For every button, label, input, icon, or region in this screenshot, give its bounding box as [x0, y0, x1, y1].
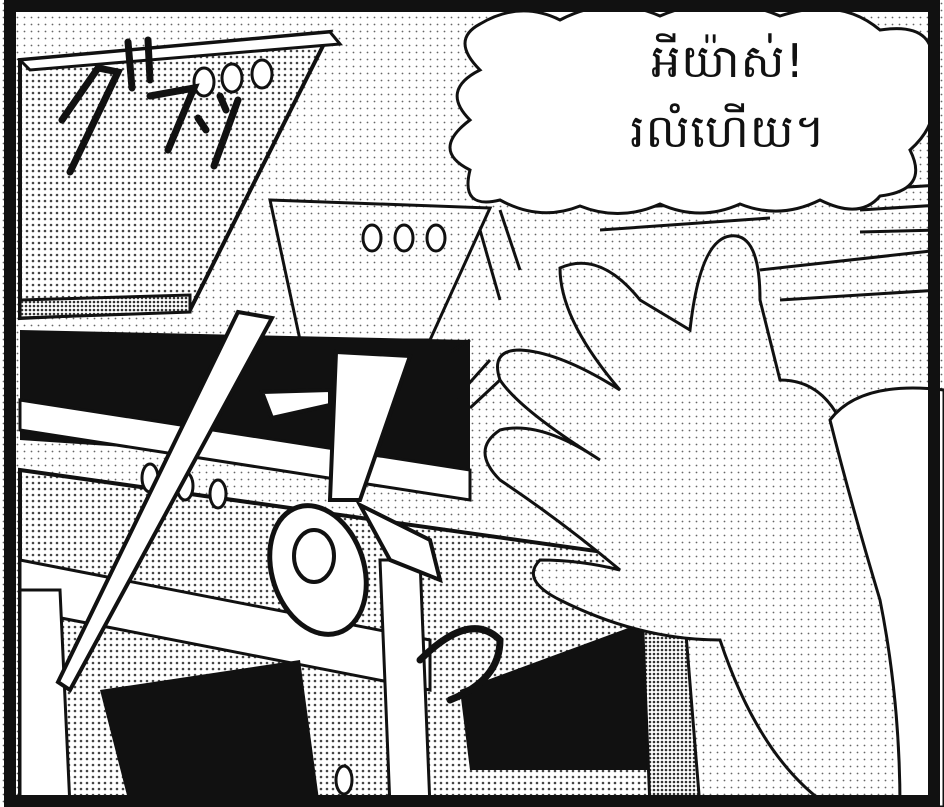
sound-effect-tsu — [416, 625, 504, 704]
falling-plank — [55, 309, 276, 693]
speech-line-2: រលំហើយ។ — [630, 104, 826, 158]
speech-line-1: អីយ៉ាស់! — [651, 34, 805, 88]
speech-bubble-text: អីយ៉ាស់! រលំហើយ។ — [548, 26, 908, 196]
panel-border — [4, 0, 940, 807]
reaching-hand — [483, 234, 944, 807]
falling-board-top — [16, 29, 343, 321]
sound-effect-gura — [58, 36, 242, 176]
falling-board-middle — [268, 198, 493, 342]
falling-bracket — [259, 349, 443, 637]
